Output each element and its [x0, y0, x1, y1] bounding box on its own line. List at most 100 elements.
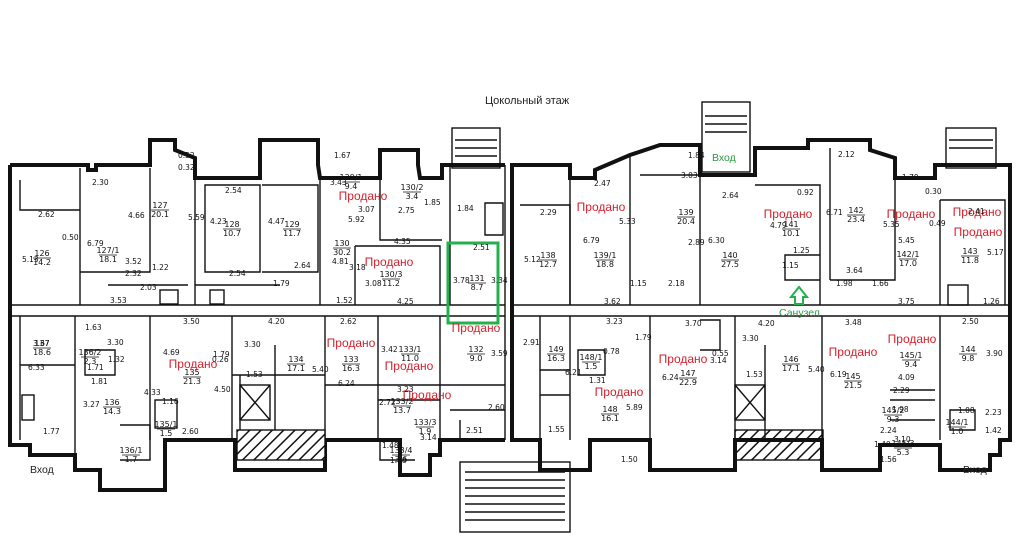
dimension-label: 0.49	[929, 219, 946, 228]
stair-blocks	[236, 101, 997, 533]
room-area: 16.1	[601, 414, 619, 423]
dimension-label: 0.78	[603, 347, 620, 356]
room-area: 3.6	[395, 455, 408, 464]
sold-label: Продано	[452, 321, 501, 335]
dimension-label: 2.54	[229, 269, 246, 278]
room-area: 11.7	[283, 229, 301, 238]
room-area: 10.7	[223, 229, 241, 238]
room-area: 18.8	[596, 260, 614, 269]
dimension-label: 2.60	[488, 403, 505, 412]
dimension-label: 1.84	[457, 204, 474, 213]
dimension-label: 2.29	[540, 208, 557, 217]
dimension-label: 4.20	[268, 317, 285, 326]
dimension-label: 1.79	[273, 279, 290, 288]
room-area: 18.6	[33, 348, 51, 357]
room-area: 16.3	[342, 364, 360, 373]
dimension-label: 3.30	[742, 334, 759, 343]
dimension-label: 6.79	[583, 236, 600, 245]
room-number: 138	[540, 251, 555, 260]
room-area: 1.5	[160, 429, 173, 438]
room-number: 142	[848, 206, 863, 215]
wc-arrow-icon	[788, 285, 810, 305]
dimension-label: 1.15	[630, 279, 647, 288]
sold-label: Продано	[385, 359, 434, 373]
room-area: 1.7	[125, 455, 138, 464]
dimension-label: 3.10	[894, 435, 911, 444]
room-area: 9.3	[887, 415, 900, 424]
dimension-label: 1.71	[87, 363, 104, 372]
dimension-label: 1.78	[390, 456, 407, 465]
entrance-top: Вход	[712, 152, 736, 164]
dimension-label: 2.89	[688, 238, 705, 247]
sold-label: Продано	[595, 385, 644, 399]
room-number: 137	[34, 339, 49, 348]
dimension-label: 2.62	[38, 210, 55, 219]
dimension-label: 2.91	[523, 338, 540, 347]
dimension-label: 3.27	[83, 400, 100, 409]
room-number: 133/3	[413, 418, 436, 427]
dimension-label: 0.50	[62, 233, 79, 242]
room-number: 140	[722, 251, 737, 260]
room-area: 22.9	[679, 378, 697, 387]
dimension-label: 3.53	[110, 296, 127, 305]
dimension-label: 3.14	[710, 356, 727, 365]
dimension-label: 1.16	[162, 397, 179, 406]
dimension-label: 4.66	[128, 211, 145, 220]
room-number: 136/1	[119, 446, 142, 455]
dimension-label: 1.55	[548, 425, 565, 434]
dimension-label: 2.30	[92, 178, 109, 187]
room-area: 11.2	[382, 279, 400, 288]
room-number: 127/1	[96, 246, 119, 255]
highlighted-room-131[interactable]	[446, 241, 500, 325]
room-area: 14.2	[33, 258, 51, 267]
sold-label: Продано	[327, 336, 376, 350]
dimension-label: 3.23	[397, 385, 414, 394]
dimension-label: 3.18	[349, 263, 366, 272]
dimension-label: 2.72	[379, 398, 396, 407]
dimension-label: 6.30	[708, 236, 725, 245]
dimension-label: 6.24	[338, 379, 355, 388]
room-number: 130/2	[400, 183, 423, 192]
dimension-label: 2.64	[294, 261, 311, 270]
sold-label: Продано	[954, 225, 1003, 239]
room-area: 8.7	[471, 283, 484, 292]
room-area: 11.8	[961, 256, 979, 265]
room-area: 9.0	[470, 354, 483, 363]
room-area: 11.0	[401, 354, 419, 363]
room-area: 23.4	[847, 215, 865, 224]
room-number: 145/3	[891, 439, 914, 448]
room-number: 131	[469, 274, 484, 283]
room-area: 5.3	[897, 448, 910, 457]
dimension-label: 4.33	[144, 388, 161, 397]
dimension-label: 0.32	[178, 163, 195, 172]
dimension-label: 5.12	[524, 255, 541, 264]
dimension-label: 5.59	[188, 213, 205, 222]
sold-label: Продано	[339, 189, 388, 203]
dimension-label: 1.79	[213, 350, 230, 359]
sold-label: Продано	[577, 200, 626, 214]
dimension-label: 1.98	[892, 405, 909, 414]
sold-label: Продано	[403, 388, 452, 402]
dimension-label: 3.70	[685, 319, 702, 328]
dimension-label: 0.52	[178, 151, 195, 160]
dimension-label: 6.33	[28, 363, 45, 372]
dimension-label: 2.24	[880, 426, 897, 435]
dimension-label: 2.51	[473, 243, 490, 252]
dimension-label: 1.77	[43, 427, 60, 436]
dimension-label: 3.50	[183, 317, 200, 326]
right-wing-walls	[510, 138, 1012, 472]
dimension-label: 5.40	[312, 365, 329, 374]
dimension-label: 3.75	[898, 297, 915, 306]
dimension-label: 2.50	[962, 317, 979, 326]
room-area: 27.5	[721, 260, 739, 269]
room-number: 146	[783, 355, 798, 364]
dimension-label: 1.84	[688, 151, 705, 160]
room-area: 9.4	[345, 182, 358, 191]
room-area: 1.9	[419, 427, 432, 436]
dimension-label: 1.48	[382, 441, 399, 450]
sold-label: Продано	[887, 207, 936, 221]
dimension-label: 3.67	[33, 339, 50, 348]
dimension-label: 1.42	[985, 426, 1002, 435]
dimension-label: 1.63	[85, 323, 102, 332]
dimension-label: 3.30	[107, 338, 124, 347]
